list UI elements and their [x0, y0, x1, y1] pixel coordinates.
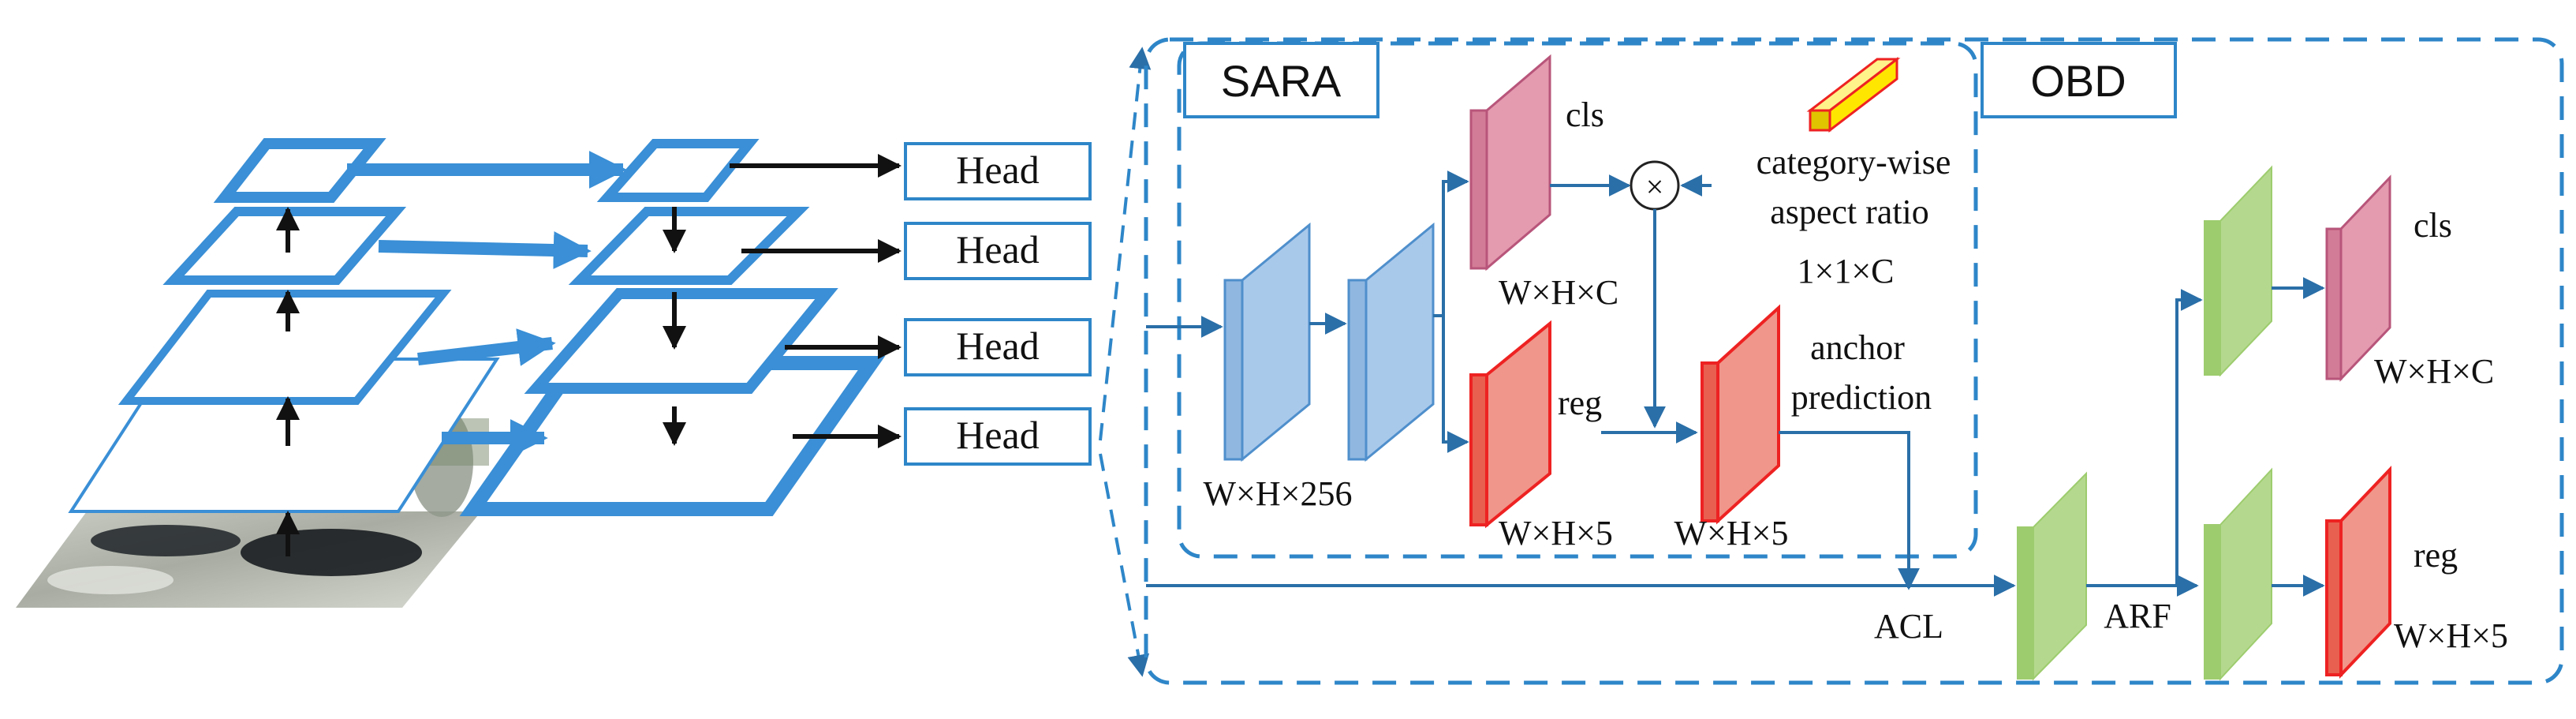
sara-reg-dims: W×H×5 — [1499, 514, 1613, 552]
sara-title: SARA — [1221, 56, 1342, 106]
multiply-symbol: × — [1646, 169, 1664, 204]
fpn-to-head-arrows — [730, 154, 902, 448]
obd-cls-dims: W×H×C — [2374, 352, 2494, 391]
fpn-bottom-up-level-4 — [213, 138, 386, 203]
sara-reg-label: reg — [1558, 384, 1602, 422]
anchor-prediction-map — [1701, 304, 1780, 525]
arf-feature-map — [2017, 471, 2087, 681]
fpn-bottom-up-level-2 — [118, 290, 452, 405]
zoom-dashed-lines — [1099, 47, 1152, 677]
head-box-2: Head — [904, 222, 1092, 280]
head-box-3: Head — [904, 318, 1092, 376]
obd-title-box — [1981, 42, 2177, 118]
arf-label: ARF — [2104, 597, 2171, 635]
head-label: Head — [956, 324, 1040, 368]
sara-reg-map — [1469, 320, 1551, 529]
sara-dashed-box — [1177, 41, 1978, 559]
aspect-ratio-dims: 1×1×C — [1798, 252, 1895, 290]
feature-map-2 — [1347, 222, 1435, 462]
head-box-4: Head — [904, 407, 1092, 466]
fpn-top-down-level-4 — [596, 139, 760, 202]
obd-cls-label: cls — [2414, 206, 2452, 245]
sara-cls-map — [1469, 54, 1551, 271]
sara-cls-dims: W×H×C — [1499, 273, 1618, 312]
obd-title: OBD — [2030, 56, 2126, 106]
obd-reg-map — [2325, 466, 2391, 679]
fpn-bottom-up-level-3 — [162, 207, 407, 285]
anchor-label-line2: prediction — [1791, 378, 1932, 417]
head-label: Head — [956, 227, 1040, 271]
acl-label: ACL — [1874, 607, 1943, 646]
fpn-lateral-connections — [347, 151, 627, 457]
detail-panel-outer-box — [1144, 37, 2564, 685]
head-label: Head — [956, 413, 1040, 457]
head-label: Head — [956, 148, 1040, 192]
feature-map-1 — [1223, 222, 1311, 462]
obd-cls-branch-map — [2204, 165, 2272, 377]
feature-map-dims: W×H×256 — [1204, 474, 1353, 513]
obd-module: OBD ACL ARF — [1146, 42, 2508, 681]
sara-cls-label: cls — [1566, 95, 1604, 134]
head-box-1: Head — [904, 142, 1092, 200]
anchor-dims: W×H×5 — [1674, 514, 1789, 552]
sara-module: SARA W×H×256 cls W×H×C r — [1146, 41, 1978, 590]
obd-cls-map — [2325, 174, 2391, 382]
obd-reg-branch-map — [2204, 467, 2272, 681]
fpn-top-down-level-3 — [568, 207, 810, 285]
obd-reg-label: reg — [2414, 536, 2458, 575]
sara-title-box — [1183, 42, 1379, 118]
aspect-ratio-label-line1: category-wise — [1757, 143, 1951, 182]
fpn-pyramid: Head Head Head Head — [16, 47, 1152, 677]
obd-reg-dims: W×H×5 — [2394, 616, 2508, 655]
aspect-ratio-label-line2: aspect ratio — [1770, 193, 1929, 231]
aspect-ratio-vector — [1806, 56, 1901, 133]
anchor-label-line1: anchor — [1810, 328, 1905, 367]
